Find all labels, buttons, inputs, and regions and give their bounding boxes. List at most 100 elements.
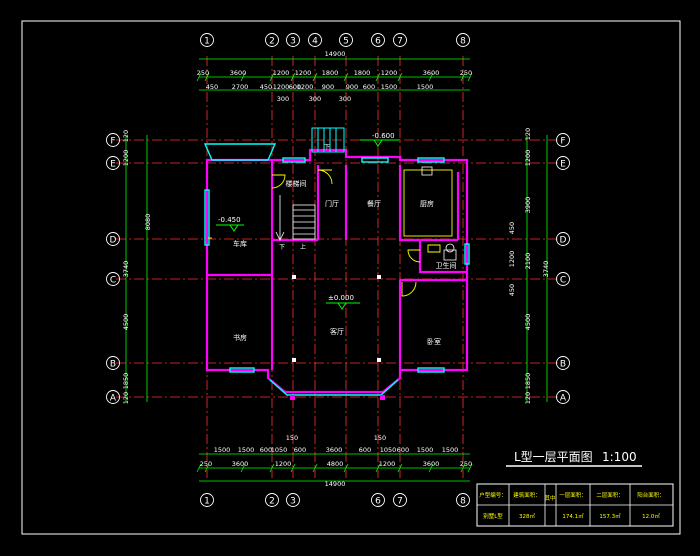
dimension-top-row2: 1200 bbox=[273, 83, 290, 91]
dimension-tick bbox=[196, 463, 202, 473]
level-triangle bbox=[216, 224, 244, 232]
dimension-top-row1: 1800 bbox=[322, 69, 339, 77]
area-table-header-cell: 户型编号： bbox=[479, 491, 507, 499]
dimension-tick bbox=[269, 463, 275, 473]
stair-mark-down-entry: 下 bbox=[324, 144, 330, 151]
column bbox=[380, 395, 385, 400]
dimension-bottom-row1: 1050 bbox=[271, 446, 288, 454]
axis-bubble-top-label: 7 bbox=[397, 37, 403, 47]
exterior-wall bbox=[205, 148, 469, 394]
axis-bubble-left-circle bbox=[106, 390, 120, 404]
dimension-bottom-row2: 1200 bbox=[275, 460, 292, 468]
wall-bedroom bbox=[398, 278, 467, 370]
axis-bubble-bottom-label: 2 bbox=[269, 497, 275, 507]
axis-bubble-bottom-circle bbox=[286, 493, 300, 507]
door-bedroom bbox=[401, 281, 417, 297]
basin-fixture bbox=[443, 249, 457, 261]
axis-bubble-top-label: 1 bbox=[204, 37, 210, 47]
dimension-bottom-mark: 150 bbox=[374, 434, 386, 442]
axis-bubble-bottom-label: 1 bbox=[204, 497, 210, 507]
axis-bubble-bottom-circle bbox=[265, 493, 279, 507]
dimension-bottom-row1: 1500 bbox=[214, 446, 231, 454]
axis-bubble-bottom-circle bbox=[371, 493, 385, 507]
dimension-left: 8080 bbox=[144, 214, 152, 231]
dimension-bottom-row2: 4800 bbox=[327, 460, 344, 468]
dimension-top-row2: 1200 bbox=[297, 83, 314, 91]
column bbox=[292, 358, 296, 362]
entry-steps bbox=[311, 127, 345, 153]
axis-bubble-right-circle bbox=[556, 356, 570, 370]
dimension-total-bottom: 14900 bbox=[325, 480, 346, 488]
dimension-tick bbox=[343, 463, 349, 473]
windows bbox=[203, 143, 470, 396]
room-label-stair: 楼梯间 bbox=[286, 179, 307, 188]
dimension-right: 1850 bbox=[524, 373, 532, 390]
window-garage-left bbox=[204, 189, 210, 246]
axis-bubble-top-circle bbox=[200, 33, 214, 47]
wall-stair bbox=[272, 165, 320, 242]
area-table-header-cell: 一层面积： bbox=[559, 492, 587, 499]
axis-bubble-left-circle bbox=[106, 133, 120, 147]
dimension-bottom-row2: 1200 bbox=[379, 460, 396, 468]
toilet-fixture bbox=[445, 243, 455, 253]
axis-bubble-left-label: A bbox=[110, 394, 117, 404]
dimension-bottom-row1: 1500 bbox=[442, 446, 459, 454]
dimension-right: 2100 bbox=[524, 253, 532, 270]
area-table-value-cell: 别墅L型 bbox=[483, 512, 503, 520]
area-table-value-cell: 12.0㎡ bbox=[642, 512, 660, 520]
dimension-left: 120 bbox=[122, 392, 130, 404]
window-dining-top bbox=[361, 157, 389, 163]
dimension-top-row1: 3600 bbox=[230, 69, 247, 77]
axis-bubble-left-label: D bbox=[110, 236, 117, 246]
dimension-tick bbox=[290, 72, 296, 82]
stair-marks: 下 下 上 bbox=[279, 144, 330, 251]
axis-bubble-left-label: E bbox=[110, 160, 116, 170]
dimension-top-row1: 250 bbox=[460, 69, 472, 77]
dimension-top-row2: 450 bbox=[206, 83, 218, 91]
wall-kitchen bbox=[398, 165, 460, 242]
dimension-tick bbox=[428, 463, 434, 473]
dimension-top-row2: 1500 bbox=[417, 83, 434, 91]
dimension-right: 4500 bbox=[524, 314, 532, 331]
dimension-top-row2: 900 bbox=[322, 83, 334, 91]
dimension-tick bbox=[467, 463, 473, 473]
dimension-tick bbox=[460, 72, 466, 82]
door-bath bbox=[407, 249, 421, 263]
dimension-right: 450 bbox=[508, 284, 516, 296]
window-kitchen-top bbox=[417, 157, 445, 163]
dimension-bottom-row1: 1050 bbox=[380, 446, 397, 454]
dimension-tick bbox=[312, 72, 318, 82]
axis-bubble-right-circle bbox=[556, 390, 570, 404]
axis-bubble-right-circle bbox=[556, 156, 570, 170]
axis-bubble-right-circle bbox=[556, 133, 570, 147]
dimension-tick bbox=[240, 463, 246, 473]
axis-bubble-top-label: 2 bbox=[269, 37, 275, 47]
dimension-right: 1200 bbox=[508, 251, 516, 268]
room-label-garage: 车库 bbox=[233, 239, 247, 248]
dimension-top-row3: 300 bbox=[339, 95, 351, 103]
dimension-left: 3740 bbox=[122, 261, 130, 278]
dimension-tick bbox=[467, 72, 473, 82]
window-stair-top bbox=[282, 157, 306, 163]
room-label-bedroom: 卧室 bbox=[427, 337, 441, 346]
dimension-right: 120 bbox=[524, 128, 532, 140]
area-table-header-cell: 阳台面积： bbox=[637, 491, 665, 499]
dimension-tick bbox=[428, 72, 434, 82]
axis-bubble-right-label: A bbox=[560, 394, 567, 404]
dimension-left: 4500 bbox=[122, 314, 130, 331]
column bbox=[377, 358, 381, 362]
axis-bubble-right-label: D bbox=[560, 236, 567, 246]
dimension-tick bbox=[397, 72, 403, 82]
room-labels: 车库 楼梯间 门厅 餐厅 厨房 卫生间 客厅 书房 卧室 bbox=[233, 179, 457, 346]
dimension-top-row2: 900 bbox=[346, 83, 358, 91]
dimension-tick bbox=[375, 72, 381, 82]
door-main bbox=[317, 169, 333, 185]
axis-bubble-top-circle bbox=[308, 33, 322, 47]
axis-bubble-left-circle bbox=[106, 356, 120, 370]
doors bbox=[208, 169, 453, 297]
window-bay-living bbox=[269, 379, 399, 396]
bathroom-fixtures bbox=[421, 166, 457, 261]
door-stair bbox=[271, 174, 286, 189]
axis-bubble-left-label: B bbox=[110, 360, 116, 370]
